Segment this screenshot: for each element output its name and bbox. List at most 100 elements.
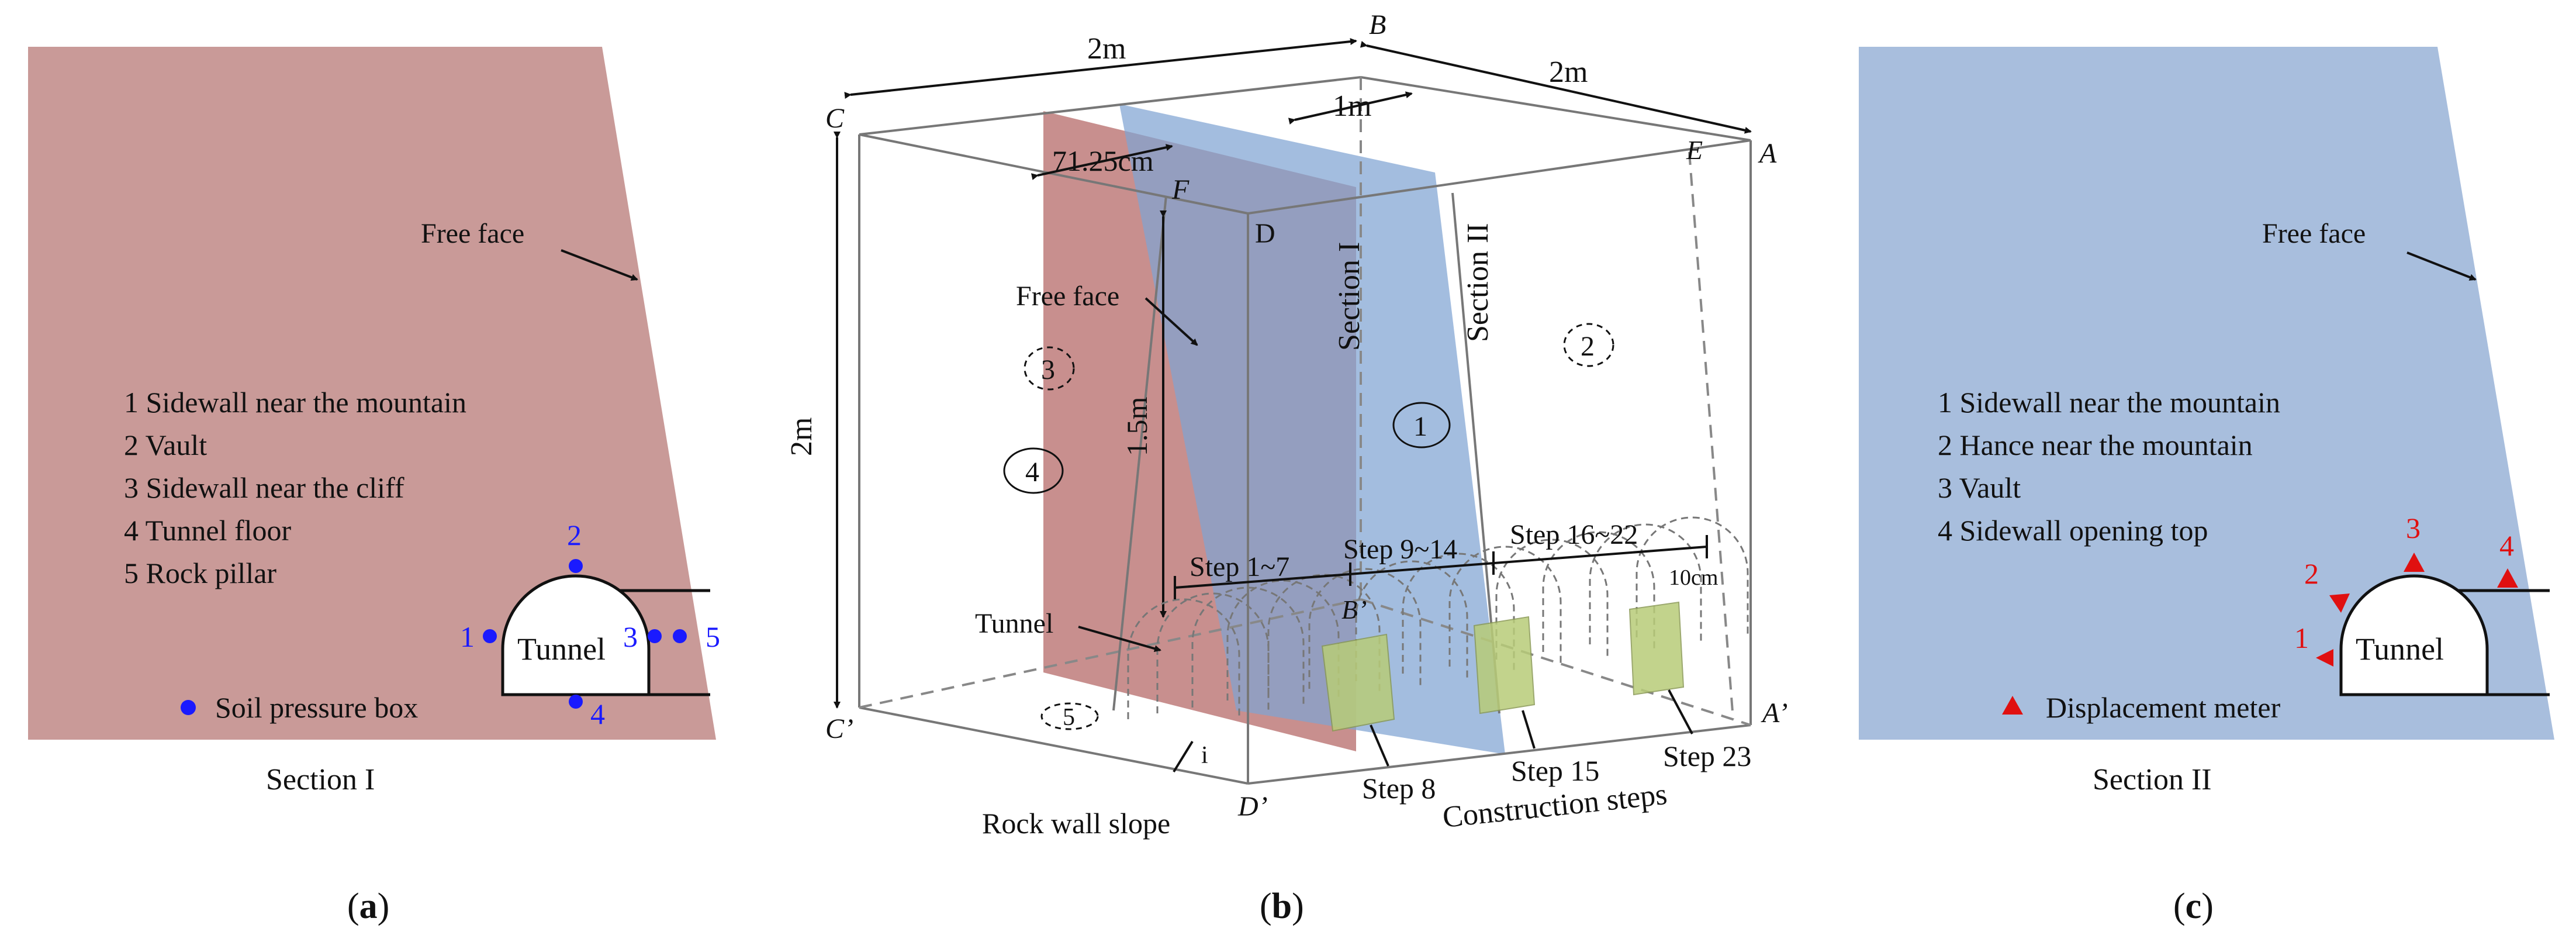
region-4-marker bbox=[1003, 447, 1064, 494]
tunnel-label-c: Tunnel bbox=[2356, 631, 2444, 667]
tunnel-shape bbox=[501, 574, 710, 696]
panel-a-label: (a) bbox=[347, 886, 389, 926]
section-1-rock-mass bbox=[28, 47, 716, 740]
soil-pressure-box-label: Soil pressure box bbox=[215, 691, 418, 724]
step-15-label: Step 15 bbox=[1511, 754, 1599, 787]
free-face-arrow bbox=[561, 249, 638, 281]
dim-7125-line bbox=[1031, 144, 1173, 180]
displacement-meter-1 bbox=[2316, 649, 2333, 667]
sensor-point-5 bbox=[673, 629, 687, 643]
slope-symbol: i bbox=[1201, 742, 1208, 769]
section-2-label: Section II bbox=[1461, 223, 1495, 342]
region-3-marker bbox=[1024, 346, 1075, 391]
free-face-label-b: Free face bbox=[1016, 281, 1119, 312]
point-number-5: 5 bbox=[706, 620, 720, 653]
point-number-4: 4 bbox=[590, 698, 605, 730]
step-8-label: Step 8 bbox=[1362, 772, 1436, 805]
dim-15m: 1.5m bbox=[1121, 397, 1153, 457]
legend-item-c-1: 1 Sidewall near the mountain bbox=[1938, 386, 2280, 419]
legend-item-c-3: 3 Vault bbox=[1938, 471, 2021, 504]
legend-item-5: 5 Rock pillar bbox=[124, 557, 276, 589]
dim-10cm: 10cm bbox=[1669, 565, 1718, 590]
corner-F: F bbox=[1171, 174, 1190, 205]
displacement-meter-2 bbox=[2329, 593, 2350, 613]
legend-item-3: 3 Sidewall near the cliff bbox=[124, 471, 404, 504]
step-range-1: Step 1~7 bbox=[1190, 551, 1289, 582]
step-23-label: Step 23 bbox=[1663, 740, 1751, 772]
region-5-marker bbox=[1040, 702, 1099, 730]
construction-block-step-8 bbox=[1321, 633, 1395, 732]
construction-block-step-23 bbox=[1628, 601, 1685, 696]
caption-section-1: Section I bbox=[266, 763, 375, 796]
free-face-label: Free face bbox=[421, 218, 524, 249]
region-2-marker bbox=[1563, 323, 1614, 367]
corner-C: C bbox=[825, 103, 845, 134]
sensor-point-4 bbox=[569, 695, 583, 709]
section-1-label: Section I bbox=[1333, 242, 1366, 351]
legend-item-c-4: 4 Sidewall opening top bbox=[1938, 514, 2208, 547]
step-dim-line bbox=[1174, 546, 1707, 589]
displacement-meter-label: Displacement meter bbox=[2046, 691, 2281, 724]
dim-2m-left: 2m bbox=[1087, 32, 1126, 65]
panel-a: Free face 1 Sidewall near the mountain 2… bbox=[28, 47, 720, 926]
panel-b-label: (b) bbox=[1260, 886, 1304, 926]
dim-2m-height: 2m bbox=[785, 417, 818, 456]
point-number-1: 1 bbox=[460, 620, 475, 653]
tunnel-shape-c bbox=[2339, 574, 2550, 696]
tunnel-label-b: Tunnel bbox=[975, 608, 1053, 639]
free-face-arrow-b bbox=[1144, 297, 1198, 346]
region-2-number: 2 bbox=[1581, 331, 1595, 362]
region-4-number: 4 bbox=[1025, 457, 1039, 488]
step-range-3: Step 16~22 bbox=[1510, 519, 1638, 550]
meter-number-2: 2 bbox=[2304, 557, 2319, 590]
region-1-number: 1 bbox=[1413, 411, 1427, 442]
panel-c: Free face 1 Sidewall near the mountain 2… bbox=[1859, 47, 2554, 926]
tunnel-arches bbox=[1127, 516, 1749, 719]
tunnel-arrow bbox=[1078, 626, 1161, 653]
dim-1m: 1m bbox=[1333, 89, 1371, 123]
corner-E: E bbox=[1686, 135, 1703, 165]
region-3-number: 3 bbox=[1041, 354, 1055, 385]
caption-section-2: Section II bbox=[2093, 763, 2212, 796]
corner-D-prime: D’ bbox=[1237, 791, 1268, 822]
corner-C-prime: C’ bbox=[825, 713, 853, 744]
corner-B: B bbox=[1369, 9, 1386, 40]
corner-A: A bbox=[1758, 138, 1777, 169]
corner-A-prime: A’ bbox=[1761, 698, 1788, 729]
panel-b: 2m 2m 2m 1m 71.25cm 1.5m B C A E F D B’ … bbox=[785, 9, 1788, 926]
dim-7125: 71.25cm bbox=[1052, 144, 1154, 177]
dim-2m-right-line bbox=[1360, 40, 1752, 134]
free-face-label-c: Free face bbox=[2262, 218, 2366, 249]
dim-1m-line bbox=[1288, 91, 1413, 125]
legend-item-4: 4 Tunnel floor bbox=[124, 514, 292, 547]
section-2-rock-mass bbox=[1859, 47, 2554, 740]
corner-B-prime: B’ bbox=[1341, 595, 1367, 624]
dim-2m-right: 2m bbox=[1549, 56, 1588, 89]
sensor-point-1 bbox=[483, 629, 497, 643]
point-number-2: 2 bbox=[567, 519, 582, 551]
step-range-2: Step 9~14 bbox=[1343, 534, 1457, 565]
meter-number-3: 3 bbox=[2406, 512, 2421, 544]
construction-block-step-15 bbox=[1473, 616, 1536, 715]
displacement-meter-symbol bbox=[2002, 696, 2023, 715]
free-face-arrow-c bbox=[2406, 251, 2477, 281]
point-number-3: 3 bbox=[623, 620, 638, 653]
sensor-point-2 bbox=[569, 559, 583, 573]
meter-number-4: 4 bbox=[2499, 529, 2514, 562]
legend-item-1: 1 Sidewall near the mountain bbox=[124, 386, 466, 419]
soil-pressure-box-symbol bbox=[181, 700, 196, 715]
legend-item-c-2: 2 Hance near the mountain bbox=[1938, 429, 2253, 461]
panel-c-label: (c) bbox=[2173, 886, 2214, 926]
displacement-meter-3 bbox=[2404, 553, 2425, 572]
region-1-marker bbox=[1392, 402, 1451, 448]
meter-number-1: 1 bbox=[2294, 622, 2309, 654]
tunnel-label: Tunnel bbox=[517, 631, 606, 667]
sensor-point-3 bbox=[648, 629, 662, 643]
rock-wall-slope-label: Rock wall slope bbox=[982, 807, 1170, 840]
legend-item-2: 2 Vault bbox=[124, 429, 207, 461]
displacement-meter-4 bbox=[2497, 568, 2518, 588]
dim-2m-left-line bbox=[844, 38, 1357, 99]
region-5-number: 5 bbox=[1063, 704, 1075, 731]
corner-D: D bbox=[1255, 218, 1275, 249]
